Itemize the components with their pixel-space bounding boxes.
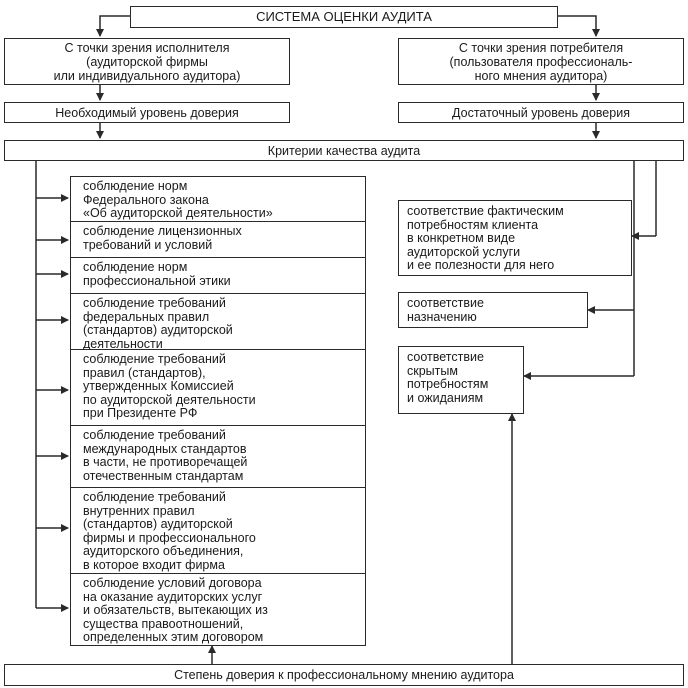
criterion-hidden-needs: соответствие скрытым потребностям и ожид… [398,346,524,414]
left-level-box: Необходимый уровень доверия [4,102,290,123]
criterion-international-standards: соблюдение требований международных стан… [70,426,366,488]
criteria-header: Критерии качества аудита [4,140,684,161]
criterion-license: соблюдение лицензионных требований и усл… [70,222,366,258]
right-view-box: С точки зрения потребителя (пользователя… [398,38,684,85]
left-view-box: С точки зрения исполнителя (аудиторской … [4,38,290,85]
criterion-internal-rules: соблюдение требований внутренних правил … [70,488,366,574]
right-level-box: Достаточный уровень доверия [398,102,684,123]
criterion-federal-standards: соблюдение требований федеральных правил… [70,294,366,350]
criterion-purpose: соответствие назначению [398,292,588,328]
criterion-law: соблюдение норм Федерального закона «Об … [70,176,366,222]
arrow-title-left [96,15,130,37]
footer-trust-degree: Степень доверия к профессиональному мнен… [4,664,684,686]
criterion-actual-needs: соответствие фактическим потребностям кл… [398,200,632,276]
arrow-title-right [558,15,600,37]
criterion-ethics: соблюдение норм профессиональной этики [70,258,366,294]
criterion-contract: соблюдение условий договора на оказание … [70,574,366,646]
criterion-commission-standards: соблюдение требований правил (стандартов… [70,350,366,426]
diagram-title: СИСТЕМА ОЦЕНКИ АУДИТА [130,6,558,28]
